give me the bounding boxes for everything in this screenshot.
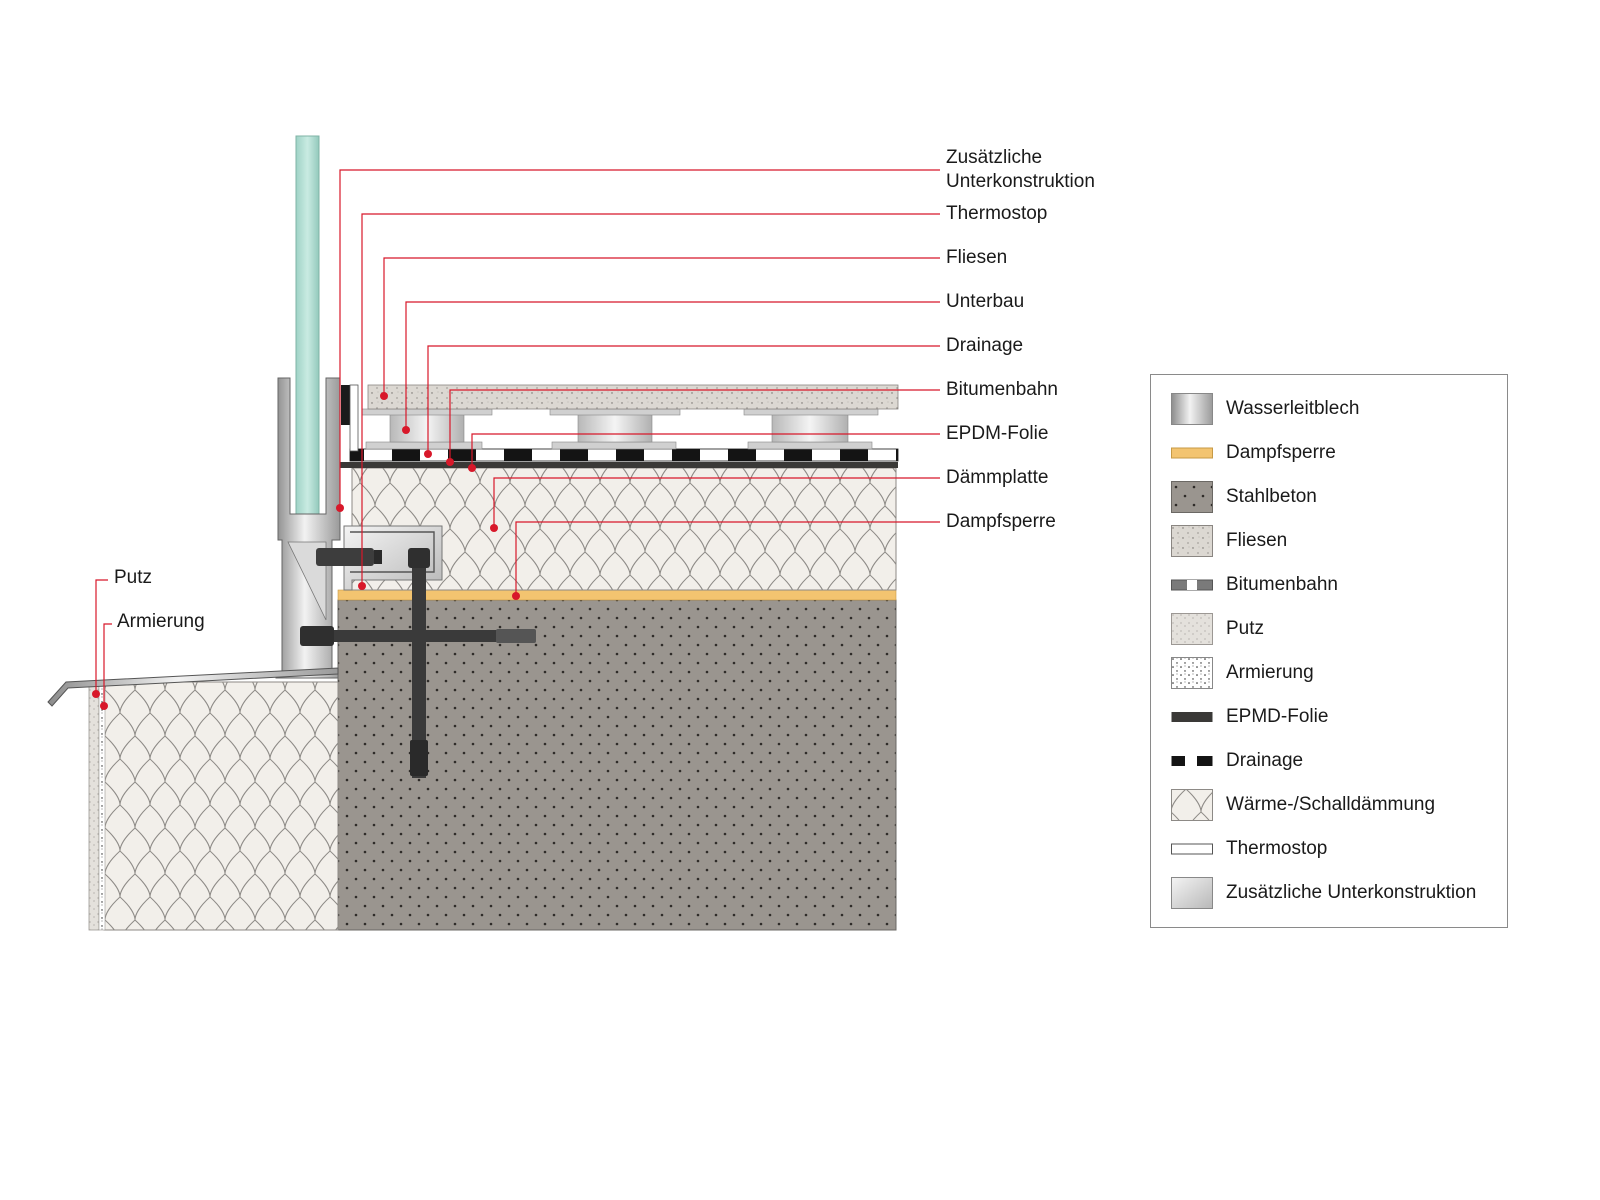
putz-swatch [1171,613,1213,645]
fliesen-swatch [1171,525,1213,557]
armierung-swatch [1171,657,1213,689]
legend-label: Drainage [1226,750,1304,771]
unterkonstruktion-swatch [1171,877,1213,909]
legend-item-wasserleitblech: Wasserleitblech [1171,393,1501,427]
legend-label: Putz [1226,618,1265,639]
leader-dots [92,392,520,710]
thermostop-upstand [349,384,359,452]
leader-thermostop [361,213,940,586]
anchors [300,548,536,778]
legend-label: Dampfsperre [1226,442,1336,463]
drip-sheet [47,667,339,707]
legend-label: Fliesen [1226,530,1288,551]
dampfsperre-swatch [1171,447,1213,459]
armierung-layer [98,685,106,931]
legend: Wasserleitblech Dampfsperre Stahlbeton F… [1150,374,1508,928]
legend-item-epmd-folie: EPMD-Folie [1171,701,1501,735]
legend-label: Armierung [1226,662,1314,683]
legend-label: Wärme-/Schalldämmung [1226,794,1436,815]
callout-putz: Putz [114,567,153,588]
legend-item-fliesen: Fliesen [1171,525,1501,559]
callout-daemmplatte: Dämmplatte [946,467,1049,488]
leader-daemmplatte [493,477,940,528]
leader-armierung [103,623,112,706]
leader-fliesen [383,257,940,396]
leader-putz [95,579,108,694]
leader-dampfsperre [515,521,940,596]
pedestals [361,408,879,450]
callout-unterkonstruktion-line1: Zusätzliche [946,147,1043,168]
wall-insulation [103,681,339,931]
legend-label: EPMD-Folie [1226,706,1329,727]
callout-bitumenbahn: Bitumenbahn [946,379,1058,400]
epdm-foil [340,462,898,468]
callout-thermostop: Thermostop [946,203,1048,224]
callout-dampfsperre: Dampfsperre [946,511,1056,532]
glass-pane [295,135,320,515]
legend-label: Zusätzliche Unterkonstruktion [1226,882,1477,903]
legend-item-drainage: Drainage [1171,745,1501,779]
leader-bitumenbahn [449,389,940,462]
callout-armierung: Armierung [117,611,205,632]
callout-fliesen: Fliesen [946,247,1008,268]
concrete-slab [337,599,897,931]
putz-layer [88,685,100,931]
thermostop-swatch [1171,843,1213,855]
roof-insulation [351,467,897,591]
legend-item-armierung: Armierung [1171,657,1501,691]
callout-unterbau: Unterbau [946,291,1025,312]
legend-label: Bitumenbahn [1226,574,1338,595]
legend-label: Thermostop [1226,838,1328,859]
leader-unterbau [405,301,940,430]
leader-unterkonstruktion [339,169,940,508]
legend-item-putz: Putz [1171,613,1501,647]
wasserleitblech-swatch [1171,393,1213,425]
legend-item-unterkonstruktion: Zusätzliche Unterkonstruktion [1171,877,1501,911]
daemmung-swatch [1171,789,1213,821]
legend-label: Wasserleitblech [1226,398,1360,419]
callout-drainage: Drainage [946,335,1024,356]
bitumen-upstand [341,385,350,425]
legend-item-dampfsperre: Dampfsperre [1171,437,1501,471]
epmd-folie-swatch [1171,712,1213,722]
drainage-layer [349,448,899,462]
leader-drainage [427,345,940,454]
callout-epdm: EPDM-Folie [946,423,1049,444]
callout-unterkonstruktion-line2: Unterkonstruktion [946,171,1095,192]
tile-layer [367,384,899,410]
stahlbeton-swatch [1171,481,1213,513]
legend-item-daemmung: Wärme-/Schalldämmung [1171,789,1501,823]
leader-epdm [471,433,940,468]
leader-lines [95,169,940,706]
bitumenbahn-swatch [1171,579,1213,591]
thermostop-bracket [350,531,435,573]
legend-item-thermostop: Thermostop [1171,833,1501,867]
legend-item-stahlbeton: Stahlbeton [1171,481,1501,515]
drainage-swatch [1171,756,1213,766]
legend-item-bitumenbahn: Bitumenbahn [1171,569,1501,603]
legend-label: Stahlbeton [1226,486,1317,507]
